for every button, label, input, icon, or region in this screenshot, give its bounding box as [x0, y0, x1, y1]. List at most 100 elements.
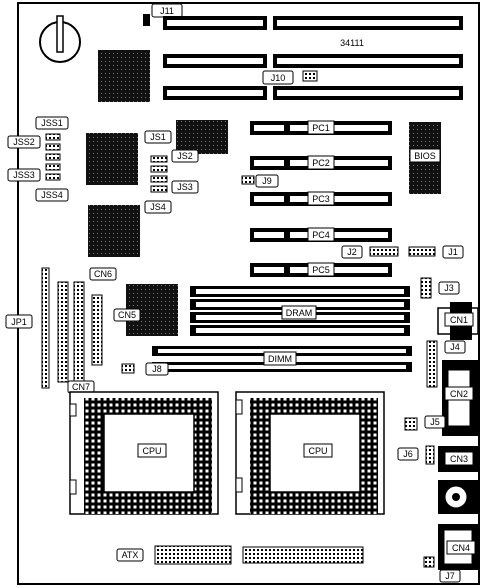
pci-slot-2: PC2: [250, 155, 392, 170]
cn6-callout: CN6: [89, 267, 117, 281]
jss2-callout: JSS2: [7, 135, 41, 149]
chip-cache-1: [86, 133, 138, 185]
svg-text:J4: J4: [450, 342, 460, 352]
svg-text:CN2: CN2: [450, 389, 468, 399]
jss1-callout: JSS1: [35, 116, 69, 130]
svg-text:J2: J2: [347, 247, 357, 257]
svg-text:JS4: JS4: [150, 202, 166, 212]
jss4-callout: JSS4: [35, 188, 69, 202]
js3-callout: JS3: [171, 180, 199, 194]
svg-text:JSS4: JSS4: [41, 190, 63, 200]
svg-text:J1: J1: [448, 247, 458, 257]
battery: [39, 15, 81, 63]
svg-text:JSS3: JSS3: [13, 170, 35, 180]
j6-header: [425, 445, 435, 465]
j11-jumper: [143, 14, 150, 26]
svg-text:CN6: CN6: [94, 269, 112, 279]
cn1-connector: CN1: [437, 302, 479, 340]
svg-text:JS2: JS2: [177, 151, 193, 161]
pci-slot-1: PC1: [250, 120, 392, 135]
j6-callout: J6: [397, 447, 419, 461]
j3-callout: J3: [438, 281, 460, 295]
chip-north: [98, 50, 150, 102]
jss3-callout: JSS3: [7, 168, 41, 182]
svg-text:CPU: CPU: [142, 446, 161, 456]
bios-chip: BIOS: [409, 122, 441, 194]
dimm-slots: DIMM: [152, 346, 412, 372]
svg-text:J5: J5: [430, 417, 440, 427]
j1-callout: J1: [442, 245, 464, 259]
j8-jumper: [121, 363, 135, 374]
svg-text:CN5: CN5: [118, 310, 136, 320]
j10-label: J10: [271, 73, 286, 83]
j9-jumper: [241, 175, 255, 185]
chip-mid: [176, 120, 228, 154]
svg-text:J3: J3: [444, 283, 454, 293]
dram-slots: DRAM: [190, 286, 410, 336]
cn4-connector: CN4: [438, 524, 478, 570]
js-jumpers: [150, 155, 168, 193]
svg-text:PC3: PC3: [312, 194, 330, 204]
pci-slot-4: PC4: [250, 227, 392, 242]
svg-text:CN4: CN4: [452, 543, 470, 553]
j7-header: [423, 556, 435, 568]
svg-text:JP1: JP1: [11, 317, 27, 327]
svg-text:PC1: PC1: [312, 123, 330, 133]
js1-callout: JS1: [144, 130, 172, 144]
cn7-connector: [57, 281, 69, 383]
pci-slot-3: PC3: [250, 191, 392, 206]
svg-text:J9: J9: [262, 176, 272, 186]
j7-callout: J7: [439, 569, 461, 583]
svg-text:JS1: JS1: [150, 132, 166, 142]
atx-power-connector: [154, 545, 232, 565]
svg-text:CN7: CN7: [72, 382, 90, 392]
svg-text:CN3: CN3: [450, 454, 468, 464]
pci-slot-5: PC5: [250, 262, 392, 277]
jp1-callout: JP1: [5, 314, 33, 329]
svg-text:ATX: ATX: [122, 550, 139, 560]
svg-text:PC2: PC2: [312, 158, 330, 168]
cn5-connector: [91, 294, 103, 366]
j4-header: [426, 340, 438, 388]
svg-text:CPU: CPU: [308, 446, 327, 456]
ps2-connector: [438, 480, 478, 514]
jss-jumpers: [45, 133, 61, 181]
j1-header: [408, 246, 436, 257]
j8-callout: J8: [145, 362, 169, 376]
j10-jumper: [302, 70, 318, 82]
cn5-callout: CN5: [113, 308, 141, 322]
js2-callout: JS2: [171, 149, 199, 163]
svg-text:JSS1: JSS1: [41, 118, 63, 128]
svg-text:PC4: PC4: [312, 230, 330, 240]
j5-header: [404, 417, 418, 431]
svg-text:J7: J7: [445, 571, 455, 581]
cn3-connector: CN3: [438, 446, 478, 472]
atx-callout: ATX: [116, 548, 144, 562]
board-id-label: 34111: [340, 38, 364, 48]
j10-callout: J10: [262, 70, 294, 85]
svg-text:JS3: JS3: [177, 182, 193, 192]
j5-callout: J5: [424, 415, 446, 429]
svg-text:JSS2: JSS2: [13, 137, 35, 147]
svg-text:PC5: PC5: [312, 265, 330, 275]
chip-cache-2: [88, 205, 140, 257]
j11-label: J11: [160, 6, 174, 16]
svg-text:DIMM: DIMM: [268, 354, 292, 364]
svg-text:BIOS: BIOS: [414, 151, 436, 161]
j11-callout: J11: [151, 3, 183, 18]
j3-header: [420, 277, 432, 299]
bottom-header: [242, 546, 364, 564]
cpu-socket-1: CPU: [69, 391, 219, 515]
j4-callout: J4: [444, 340, 466, 354]
top-slots: [163, 16, 463, 100]
cn2-connector: CN2: [442, 360, 478, 436]
svg-text:CN1: CN1: [450, 315, 468, 325]
j2-header: [369, 246, 399, 257]
jp1-header: [41, 267, 50, 389]
svg-text:J6: J6: [403, 449, 413, 459]
j9-callout: J9: [255, 174, 279, 188]
js4-callout: JS4: [144, 200, 172, 214]
svg-text:DRAM: DRAM: [286, 308, 313, 318]
svg-text:J8: J8: [152, 364, 162, 374]
